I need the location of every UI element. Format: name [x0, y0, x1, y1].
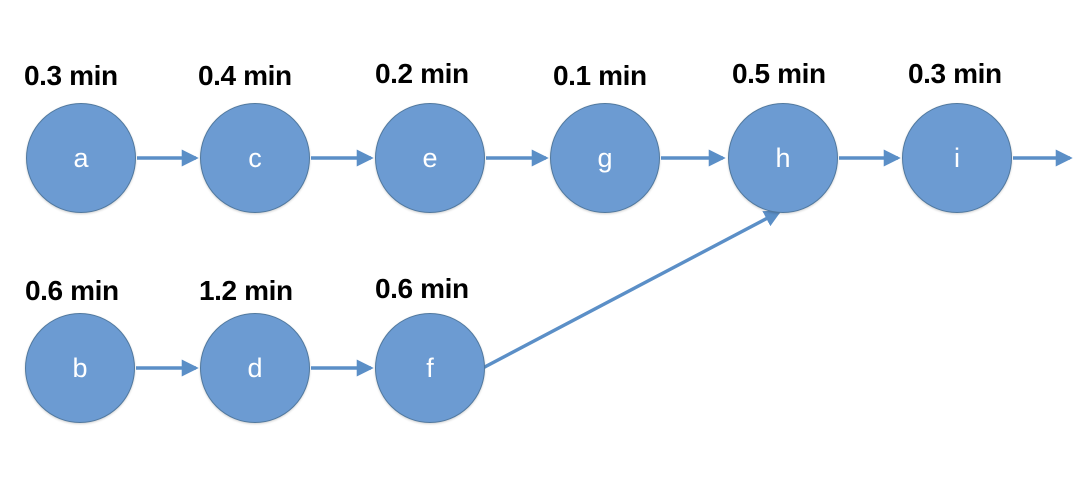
node-f[interactable]: f: [375, 313, 485, 423]
node-d[interactable]: d: [200, 313, 310, 423]
duration-label-h: 0.5 min: [732, 58, 826, 89]
node-f-label: f: [426, 352, 434, 383]
duration-label-b: 0.6 min: [25, 275, 119, 306]
node-i-label: i: [954, 142, 960, 173]
node-g-label: g: [597, 142, 613, 173]
duration-label-f: 0.6 min: [375, 273, 469, 304]
duration-label-g: 0.1 min: [553, 60, 647, 91]
node-g[interactable]: g: [550, 103, 660, 213]
duration-label-d: 1.2 min: [199, 275, 293, 306]
node-e[interactable]: e: [375, 103, 485, 213]
node-c-label: c: [248, 142, 262, 173]
node-h[interactable]: h: [728, 103, 838, 213]
edge-f-to-h: [478, 210, 782, 372]
node-a[interactable]: a: [26, 103, 136, 213]
node-b[interactable]: b: [25, 313, 135, 423]
node-i[interactable]: i: [902, 103, 1012, 213]
node-c[interactable]: c: [200, 103, 310, 213]
duration-label-i: 0.3 min: [908, 58, 1002, 89]
duration-label-c: 0.4 min: [198, 60, 292, 91]
duration-label-e: 0.2 min: [375, 58, 469, 89]
duration-label-a: 0.3 min: [24, 60, 118, 91]
node-a-label: a: [73, 142, 89, 173]
node-e-label: e: [422, 142, 438, 173]
node-d-label: d: [247, 352, 263, 383]
node-b-label: b: [72, 352, 88, 383]
node-h-label: h: [775, 142, 791, 173]
